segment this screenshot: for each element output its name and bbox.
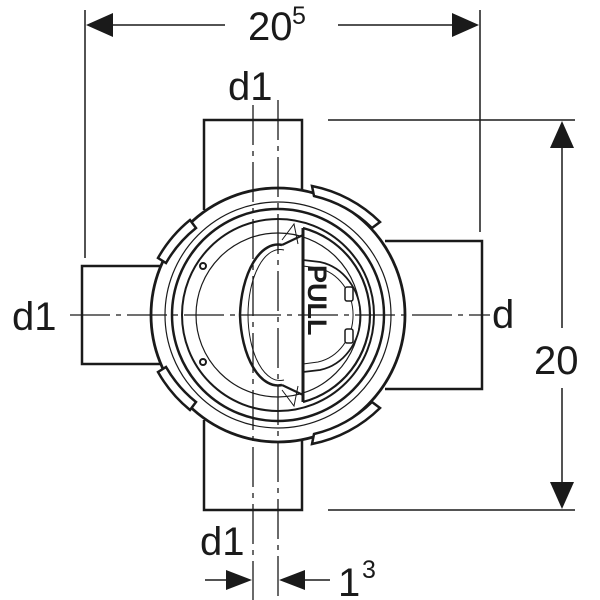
dimension-width: [84, 10, 481, 258]
offset-dimension-superscript: 3: [362, 556, 376, 584]
dimension-offset: [205, 570, 330, 590]
width-dimension-label: 20: [248, 5, 293, 49]
offset-dimension-label: 1: [338, 561, 360, 600]
width-dimension-superscript: 5: [292, 2, 306, 30]
label-bottom-outlet: d1: [200, 520, 245, 564]
label-left-outlet: d1: [12, 295, 57, 339]
label-right-outlet: d: [492, 293, 514, 337]
center-lines: [70, 100, 490, 600]
pull-lid-label: PULL: [302, 265, 332, 336]
bayonet-lugs: [156, 184, 382, 446]
dimension-height: [328, 119, 575, 511]
height-dimension-label: 20: [534, 339, 579, 383]
label-top-outlet: d1: [228, 65, 273, 109]
